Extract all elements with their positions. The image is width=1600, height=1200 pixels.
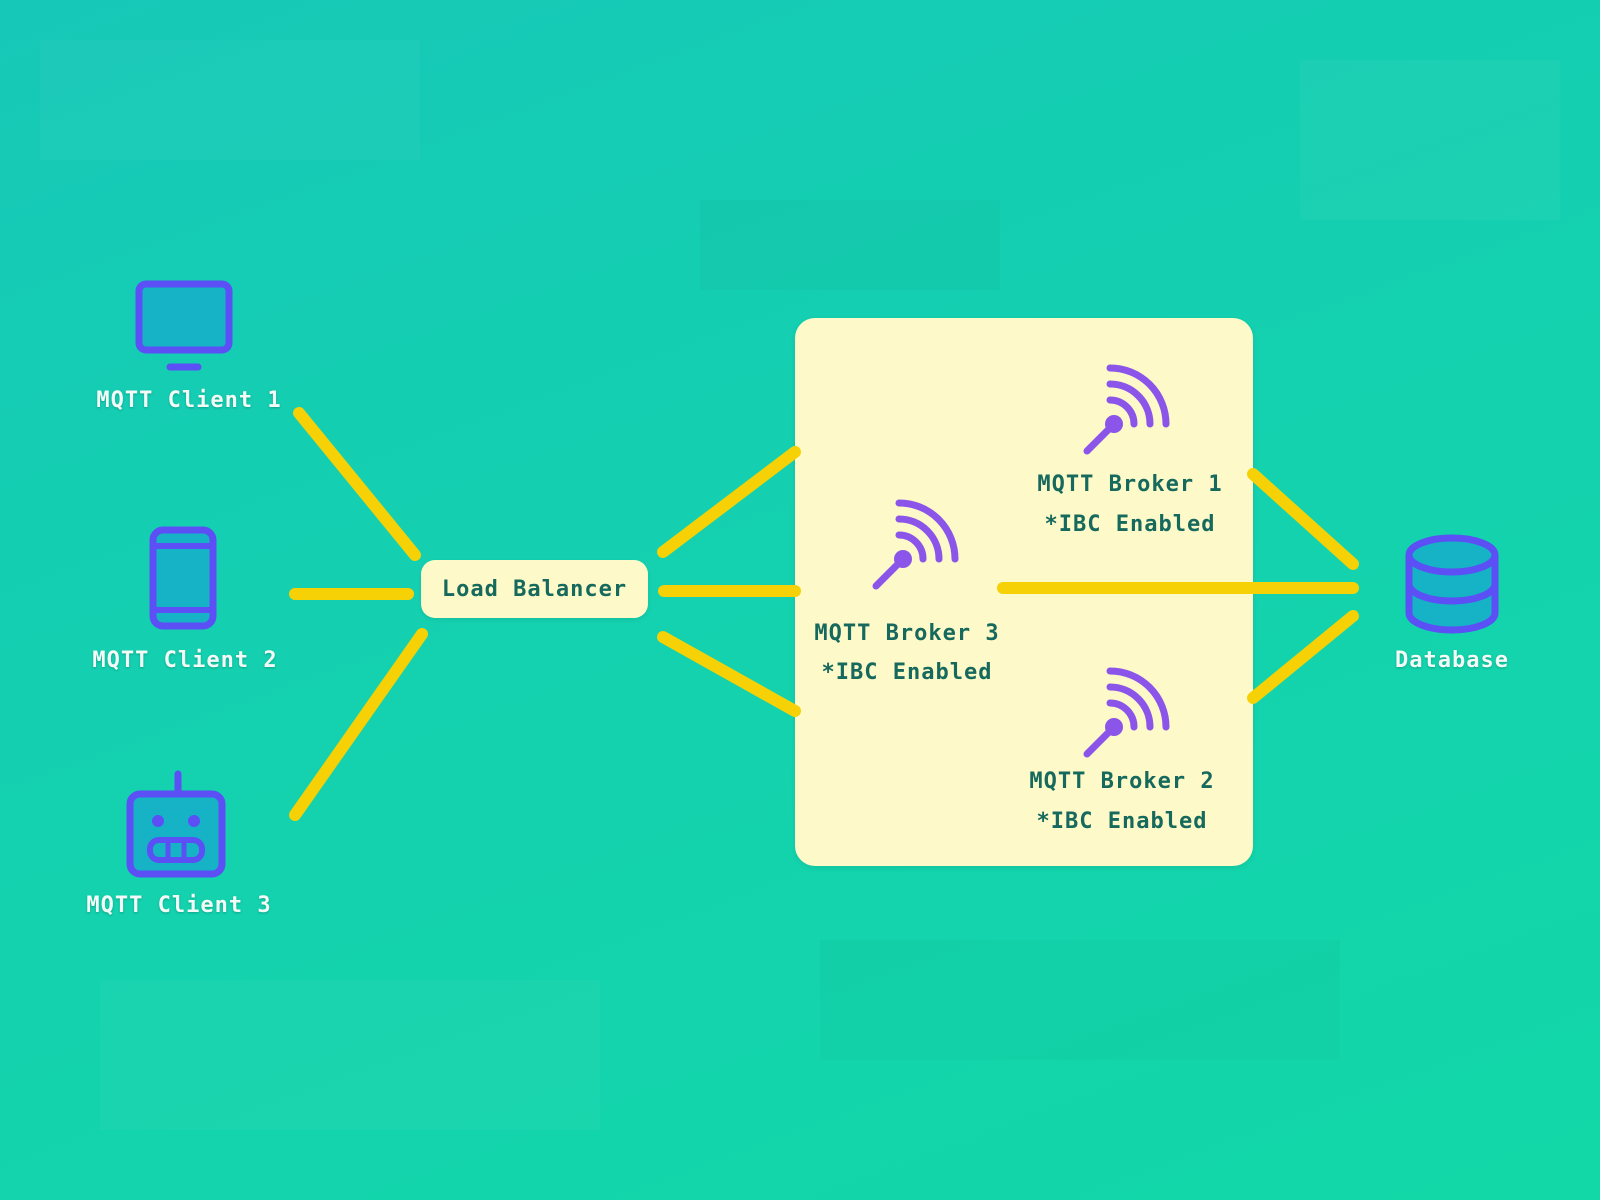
- database-icon: [1405, 534, 1499, 634]
- wire-lb-to-broker2: [657, 631, 801, 717]
- load-balancer-label: Load Balancer: [441, 576, 628, 602]
- antenna-icon: [1083, 667, 1170, 758]
- wire-lb-to-broker1: [657, 446, 801, 558]
- database-label: Database: [1395, 648, 1509, 673]
- monitor-icon: [135, 280, 233, 371]
- broker-2-note: *IBC Enabled: [1036, 809, 1208, 834]
- antenna-icon: [872, 499, 959, 590]
- broker-3-label: MQTT Broker 3: [814, 621, 1000, 646]
- wire-broker2-to-database: [1247, 610, 1359, 704]
- broker-3-note: *IBC Enabled: [821, 660, 993, 685]
- broker-2-label: MQTT Broker 2: [1029, 769, 1215, 794]
- broker-1-label: MQTT Broker 1: [1037, 472, 1223, 497]
- wire-client1-to-lb: [293, 407, 421, 561]
- wire-client3-to-lb: [289, 628, 428, 821]
- broker-1-note: *IBC Enabled: [1044, 512, 1216, 537]
- robot-icon: [126, 770, 226, 878]
- client-2-label: MQTT Client 2: [92, 648, 278, 673]
- load-balancer-node: Load Balancer: [421, 560, 648, 618]
- client-3-label: MQTT Client 3: [86, 893, 272, 918]
- antenna-icon: [1083, 364, 1170, 455]
- client-1-label: MQTT Client 1: [96, 388, 282, 413]
- wire-broker1-to-database: [1247, 468, 1359, 570]
- phone-icon: [149, 526, 217, 630]
